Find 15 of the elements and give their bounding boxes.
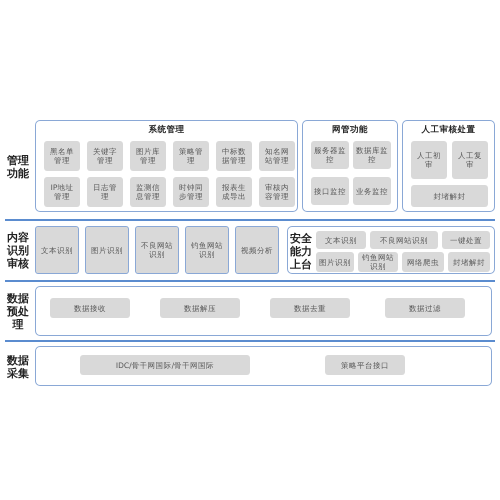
layer-title: 内容识别审核 [6,231,30,270]
layer-band [5,340,495,388]
group-panel [287,226,495,274]
group-panel [35,120,298,212]
group-panel [302,120,398,212]
panel-title: 网管功能 [331,124,369,136]
layer-band [5,280,495,338]
panel-title: 人工审核处置 [420,124,476,136]
panel-title: 系统管理 [148,124,186,136]
layer-band [5,219,495,277]
layer-title: 数据采集 [6,354,30,380]
layer-title: 管理功能 [6,154,30,180]
group-panel [402,120,495,212]
layer-title: 数据预处理 [6,292,30,331]
panel-title: 安全能力上台 [290,232,312,271]
